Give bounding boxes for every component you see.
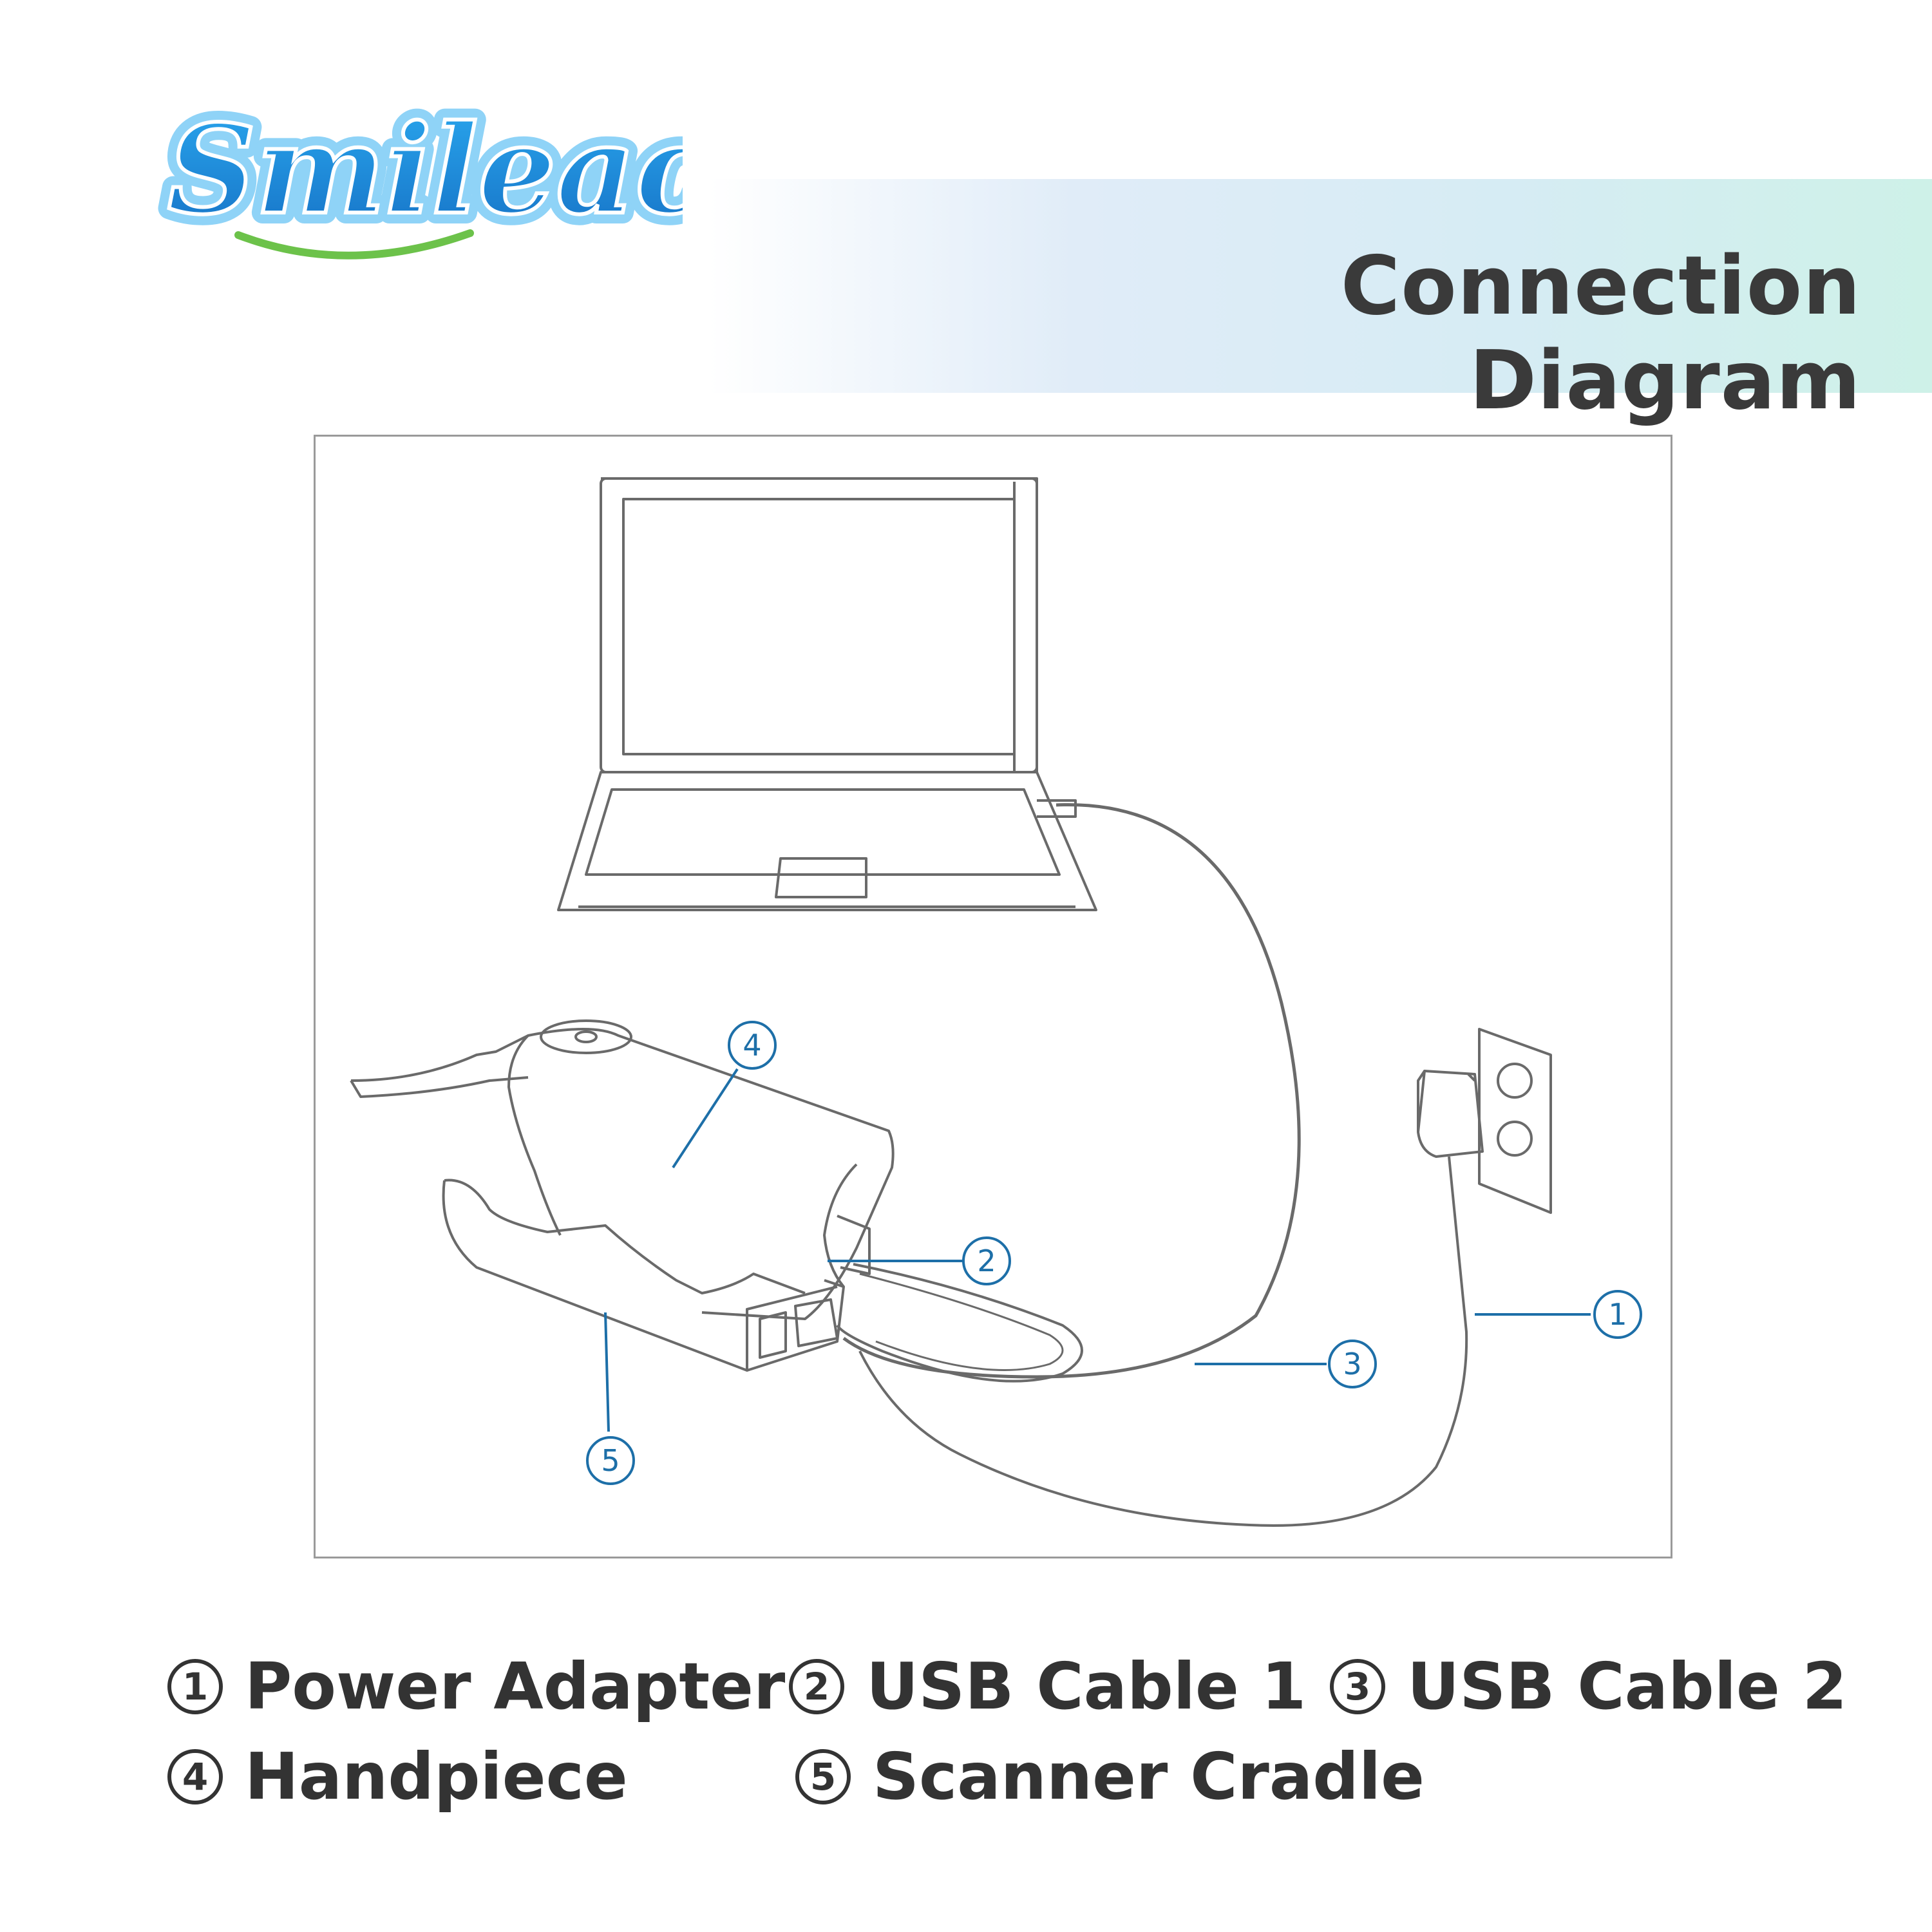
component-legend: 1 Power Adapter 2 USB Cable 1 3 USB Cabl…: [161, 1649, 1847, 1842]
power-adapter-illustration: [1417, 1070, 1484, 1158]
legend-number: 1: [167, 1658, 223, 1714]
power-cable-line: [858, 1156, 1468, 1527]
legend-label: USB Cable 2: [1407, 1649, 1848, 1724]
legend-item-scanner-cradle: 5 Scanner Cradle: [795, 1739, 1425, 1814]
callout-circle-2: [962, 1236, 1011, 1285]
handpiece-illustration: [350, 1019, 895, 1320]
usb-cable-2-line: [842, 803, 1301, 1379]
legend-number: 5: [795, 1748, 851, 1804]
wall-outlet-illustration: [1478, 1028, 1552, 1214]
legend-item-usb-cable-1: 2 USB Cable 1: [789, 1649, 1306, 1724]
callout-circle-5: [586, 1436, 635, 1485]
legend-item-usb-cable-2: 3 USB Cable 2: [1330, 1649, 1847, 1724]
page-title: Connection Diagram: [1340, 238, 1861, 428]
legend-label: Power Adapter: [245, 1649, 786, 1724]
legend-item-handpiece: 4 Handpiece: [167, 1739, 628, 1814]
legend-label: Scanner Cradle: [873, 1739, 1425, 1814]
header-gradient-band: [708, 179, 1932, 393]
callout-number-4: 4: [743, 1028, 761, 1063]
legend-label: USB Cable 1: [866, 1649, 1307, 1724]
svg-text:Smileace: Smileace: [167, 98, 683, 242]
callout-circle-1: [1593, 1290, 1642, 1339]
legend-number: 3: [1330, 1658, 1385, 1714]
callout-line-4: [672, 1068, 739, 1169]
legend-label: Handpiece: [245, 1739, 628, 1814]
callout-circle-3: [1328, 1340, 1377, 1388]
connection-diagram: 4 2 3 1 5: [314, 435, 1672, 1558]
callout-line-5: [604, 1312, 610, 1432]
callout-number-1: 1: [1608, 1297, 1627, 1332]
svg-text:Smileace: Smileace: [167, 98, 683, 242]
diagram-illustration: 4 2 3 1 5: [350, 477, 1642, 1527]
callout-number-5: 5: [601, 1443, 620, 1478]
laptop-illustration: [557, 477, 1097, 911]
callout-circle-4: [728, 1021, 777, 1070]
usb-cable-1-line: [836, 1263, 1083, 1383]
smileace-logo: Smileace Smileace: [155, 84, 683, 290]
scanner-cradle-illustration: [442, 1179, 845, 1372]
callout-number-2: 2: [977, 1244, 996, 1278]
callout-number-3: 3: [1343, 1347, 1361, 1381]
legend-item-power-adapter: 1 Power Adapter: [167, 1649, 785, 1724]
legend-number: 2: [789, 1658, 844, 1714]
legend-number: 4: [167, 1748, 223, 1804]
